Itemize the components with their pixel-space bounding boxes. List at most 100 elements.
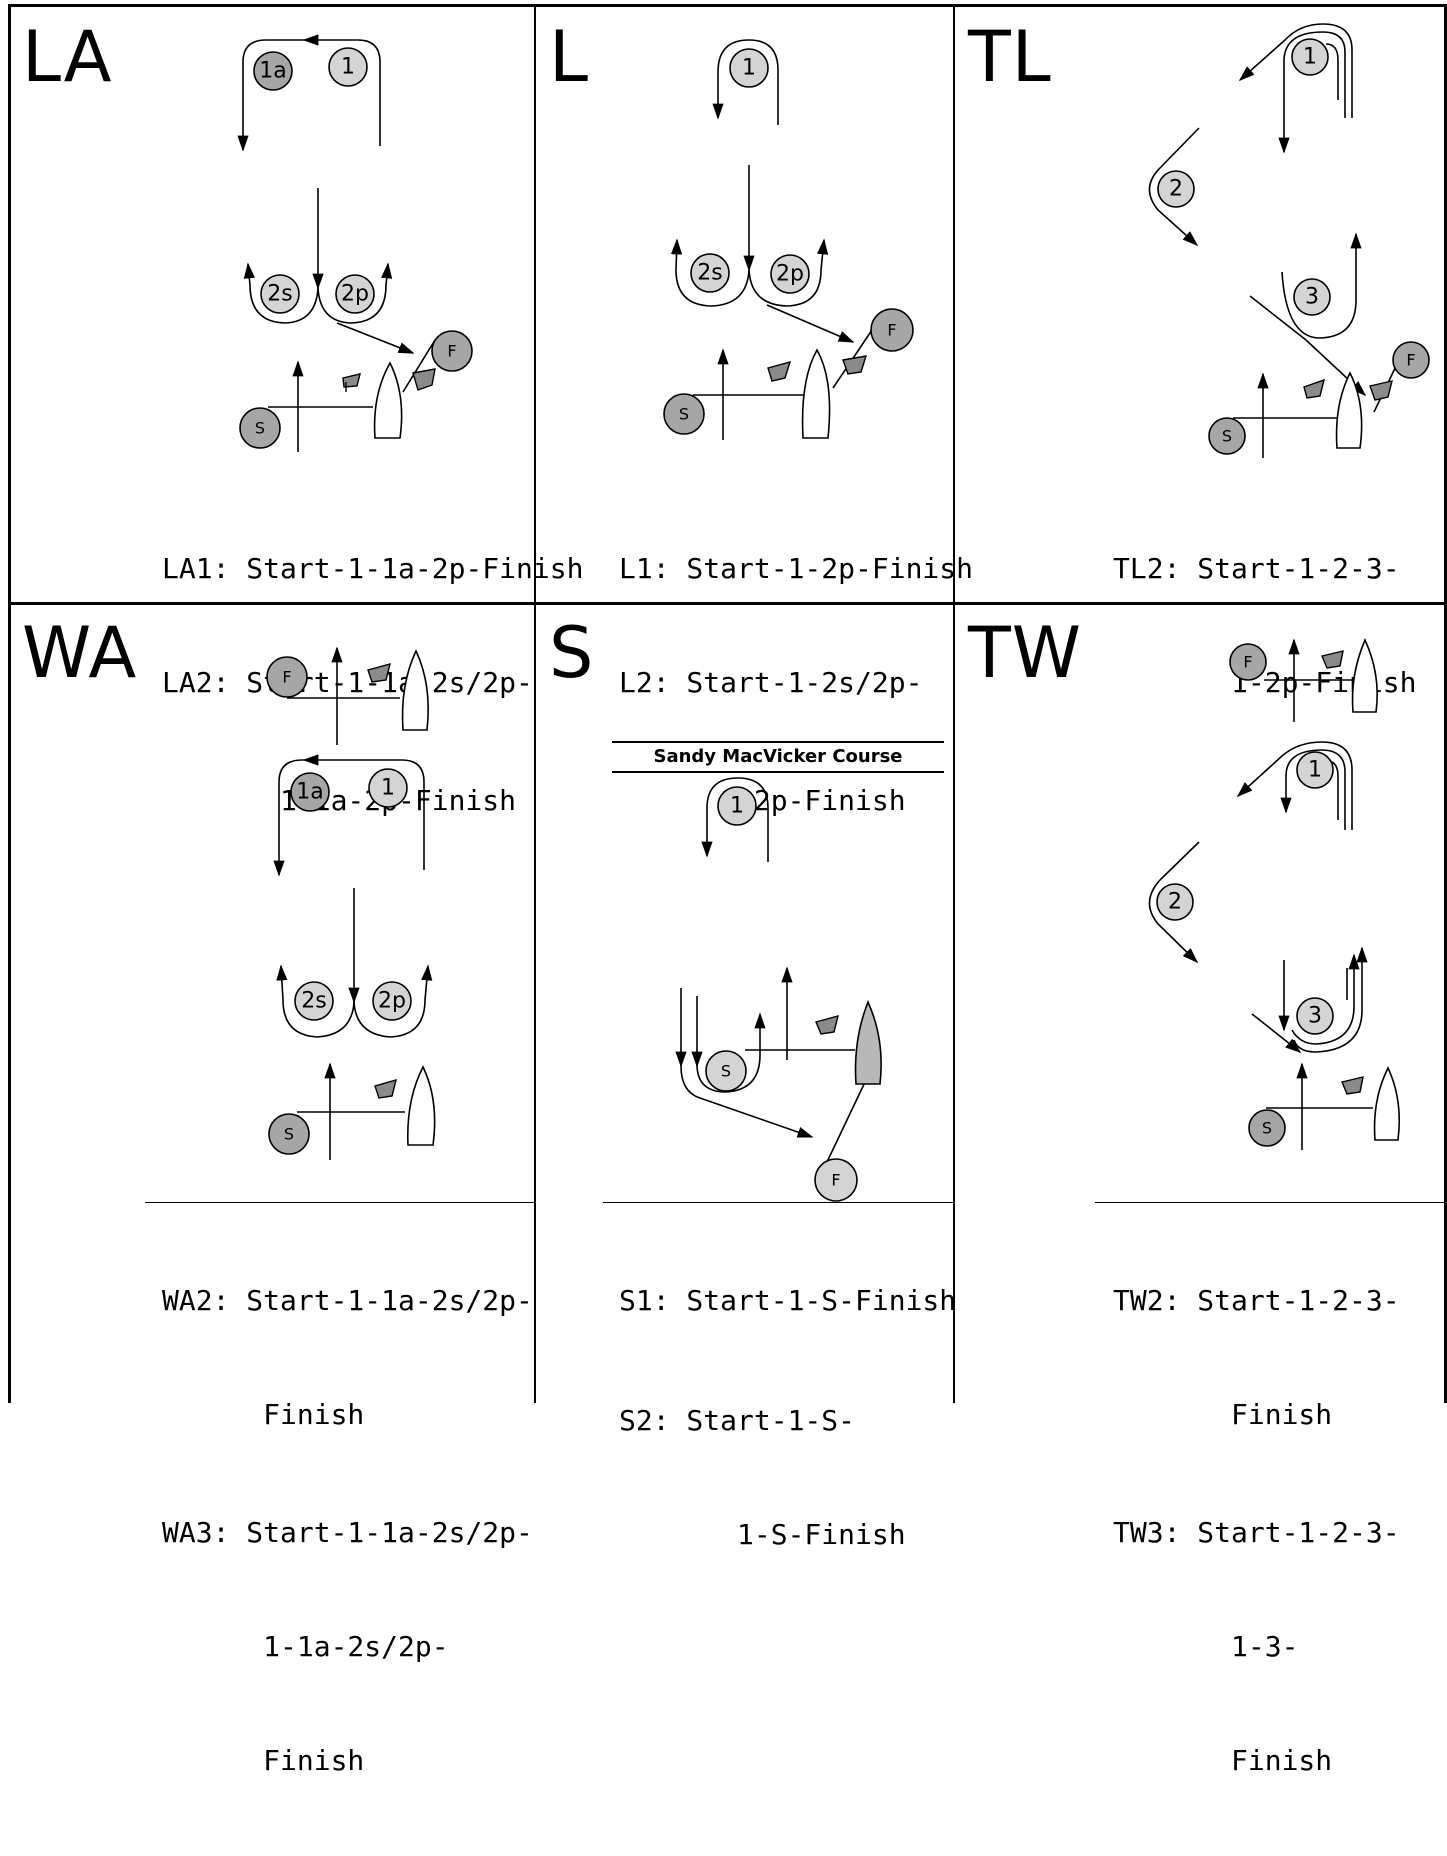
sandy-macvicker-title: Sandy MacVicker Course <box>653 746 903 767</box>
grid-right-border <box>1444 4 1447 1403</box>
tl-path-top-outer <box>1238 23 1353 118</box>
la-path-offset <box>237 39 304 152</box>
mark-label: 1a <box>259 59 286 84</box>
mark-label: 2s <box>267 282 292 307</box>
flag-icon <box>412 368 436 391</box>
mark-label: 1 <box>341 55 355 80</box>
course-diagrams: 1a 1 2s 2p 1 2s 2p 1 2 3 1a 1 2s 2p 1 1 … <box>237 23 1430 1202</box>
la-committee-boat <box>373 361 403 439</box>
tw-path-3-in <box>1251 1013 1302 1053</box>
desc-line: 1-1a-2s/2p- <box>162 1630 449 1663</box>
mark-3 <box>1293 278 1331 316</box>
mark-label: 2p <box>776 262 804 287</box>
mark-1 <box>328 47 368 87</box>
mark-finish <box>266 656 308 698</box>
desc-line: TW2: Start-1-2-3- <box>1113 1284 1400 1317</box>
grid-col2-divider <box>953 4 955 1403</box>
grid-col1-divider <box>534 4 536 1403</box>
tw-path-top-outer <box>1236 741 1353 830</box>
mark-finish <box>431 330 473 372</box>
tw-path-2 <box>1148 879 1199 964</box>
mark-label: S <box>284 1125 294 1144</box>
mark-1 <box>368 768 408 808</box>
tl-path-top-third <box>1325 43 1339 100</box>
course-code-s: S <box>549 612 595 694</box>
tw-text-separator <box>1095 1202 1445 1203</box>
wa-gate-starboard <box>276 964 355 1038</box>
mark-1 <box>1291 38 1329 76</box>
mark-label: 1 <box>1308 758 1322 783</box>
mark-2p <box>770 254 810 294</box>
grid-mid-horizontal <box>8 602 1447 605</box>
tw-path-3-inner <box>1291 953 1360 1045</box>
smc-rule-top <box>612 741 944 743</box>
wa-finish-boat <box>401 649 429 731</box>
mark-label: F <box>887 321 896 340</box>
mark-start <box>1248 1109 1286 1147</box>
l-gate-port <box>748 238 829 307</box>
mark-start <box>1208 417 1246 455</box>
grid-left-border <box>8 4 11 1403</box>
course-code-wa: WA <box>22 612 138 694</box>
flag-icon <box>367 663 391 683</box>
la-gate-port <box>317 262 393 324</box>
course-code-l: L <box>549 16 589 98</box>
flag-icon <box>815 1015 839 1035</box>
mark-label: 2s <box>697 261 722 286</box>
la-gate-starboard <box>243 262 319 324</box>
mark-1a <box>253 51 293 91</box>
l-to-finish <box>766 304 855 343</box>
flag-icon <box>374 1078 397 1099</box>
tw-path-reach <box>1159 841 1200 881</box>
mark-label: F <box>1406 351 1415 370</box>
tl-path-top-inner <box>1278 31 1346 154</box>
desc-line: 1-S-Finish <box>619 1518 906 1551</box>
mark-label: S <box>255 419 265 438</box>
mark-1 <box>729 48 769 88</box>
mark-3 <box>1296 997 1334 1035</box>
flag-icon <box>767 360 792 382</box>
desc-line: S1: Start-1-S-Finish <box>619 1284 957 1317</box>
tw-start-boat <box>1373 1066 1401 1141</box>
la-finish-line <box>402 339 436 393</box>
l-gate-starboard <box>670 238 750 307</box>
tl-path-3-around <box>1281 232 1362 339</box>
l-path-round <box>712 39 779 125</box>
s-path-round <box>701 777 769 862</box>
mark-label: S <box>1222 427 1232 446</box>
tl-path-3-in <box>1249 295 1307 341</box>
mark-2p <box>372 981 412 1021</box>
mark-label: F <box>1243 653 1252 672</box>
desc-line: TL2: Start-1-2-3- <box>1113 552 1400 585</box>
mark-label: 2p <box>378 989 406 1014</box>
wa-start-boat <box>406 1065 436 1146</box>
mark-label: 1 <box>730 794 744 819</box>
desc-line: 1-3- <box>1113 1630 1299 1663</box>
flag-icon <box>1341 1076 1364 1095</box>
s-path-around-s <box>696 1012 766 1093</box>
flag-icon <box>1321 650 1344 669</box>
mark-label: F <box>282 668 291 687</box>
mark-2p <box>335 274 375 314</box>
mark-start <box>705 1050 747 1092</box>
s-path-to-finish <box>680 1065 814 1138</box>
course-code-la: LA <box>22 16 113 98</box>
mark-label: 1 <box>742 56 756 81</box>
wa-text-separator <box>145 1202 534 1203</box>
mark-start <box>239 407 281 449</box>
mark-label: 2p <box>341 282 369 307</box>
desc-line: Finish <box>1113 1744 1333 1777</box>
tl-committee-boat <box>1335 371 1363 449</box>
la-to-finish <box>336 322 415 354</box>
smc-rule-bottom <box>612 771 944 773</box>
mark-label: 1 <box>381 776 395 801</box>
flag-icon <box>842 355 868 375</box>
course-code-tw: TW <box>968 612 1082 694</box>
course-desc-l: L1: Start-1-2p-Finish L2: Start-1-2s/2p-… <box>619 474 973 896</box>
tl-path-reach <box>1159 127 1200 169</box>
mark-1 <box>717 786 757 826</box>
mark-label: 3 <box>1305 285 1319 310</box>
tl-path-2 <box>1148 167 1199 247</box>
flag-icon <box>1369 380 1393 401</box>
mark-start <box>663 393 705 435</box>
